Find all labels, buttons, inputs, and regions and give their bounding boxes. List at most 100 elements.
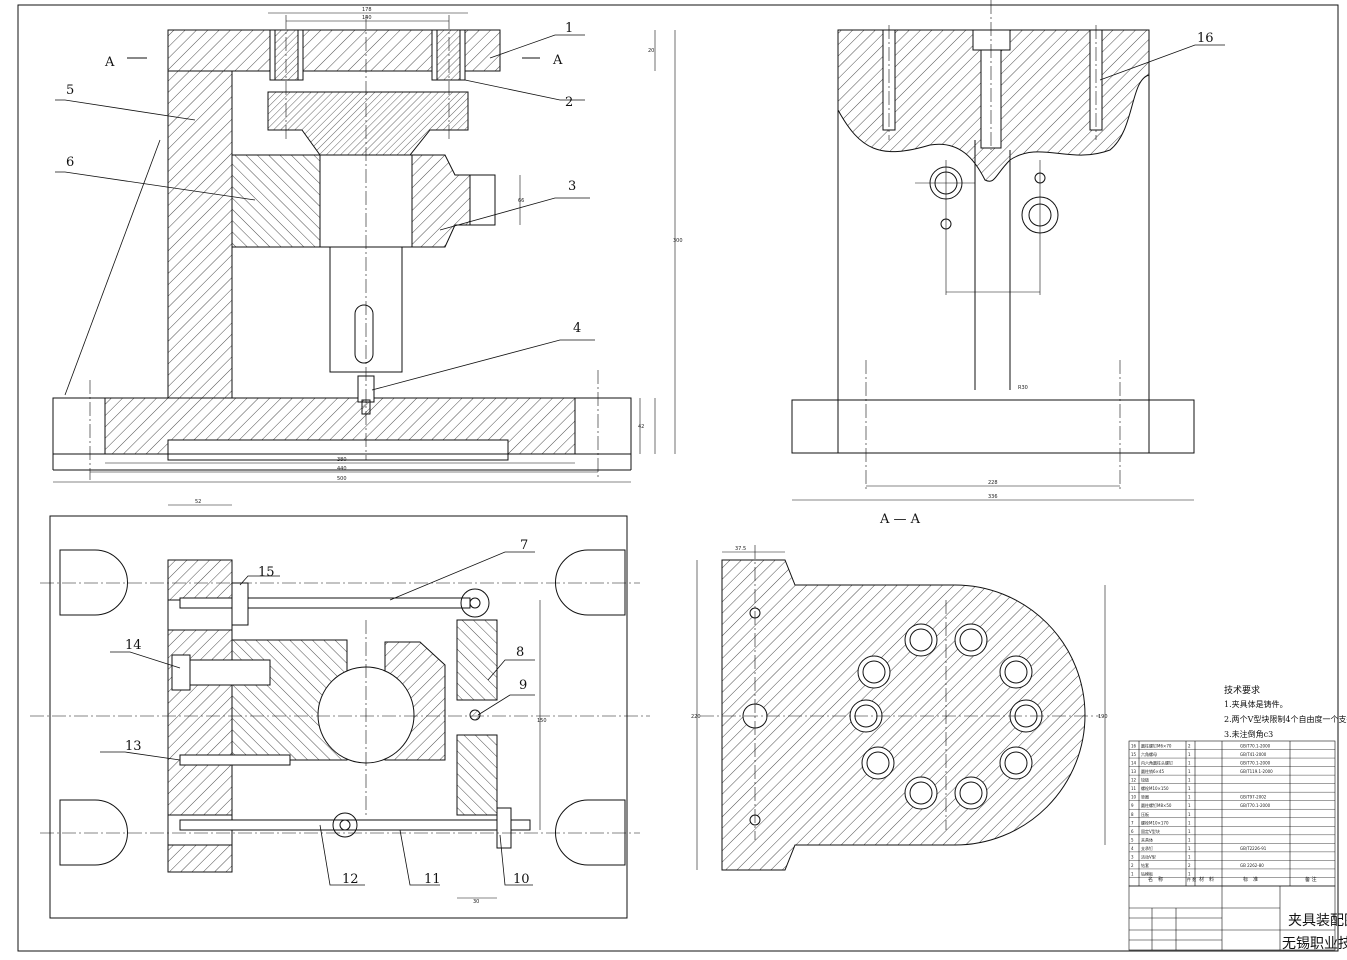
part-name: 活动V型: [1141, 853, 1156, 859]
dim-plan-right: 150: [537, 718, 547, 724]
part-no: 5: [1131, 837, 1134, 842]
section-mark-right: A: [552, 53, 563, 68]
part-no: 3: [1131, 854, 1134, 859]
part-no: 13: [1131, 769, 1137, 774]
section-mark-left: A: [104, 55, 115, 70]
school-name: 无锡职业技术: [1282, 936, 1347, 952]
tech-req-item-1: 1.夹具体是铸件。: [1224, 699, 1288, 709]
part-name: 螺栓M10×150: [1141, 785, 1169, 791]
dim-plan-top: 52: [195, 499, 201, 505]
part-no: 8: [1131, 812, 1134, 817]
col-note: 备 注: [1305, 876, 1317, 883]
part-standard: GB/T97-2002: [1240, 795, 1267, 800]
workpiece: [267, 91, 469, 156]
part-no: 10: [1131, 795, 1137, 800]
leader-lines: [55, 34, 1225, 886]
dim-front-top1: 178: [362, 7, 372, 13]
col-qty: 件 数: [1187, 876, 1196, 882]
part-no: 7: [1131, 820, 1134, 825]
part-no: 2: [1131, 863, 1134, 868]
tech-req-item-2: 2.两个V型块限制4个自由度一个支撑: [1224, 714, 1347, 724]
balloon-1: 1: [565, 21, 573, 36]
part-no: 15: [1131, 752, 1137, 757]
dim-side-base-in: 228: [988, 480, 998, 486]
title-block: [1128, 885, 1336, 951]
part-qty: 2: [1188, 744, 1191, 749]
part-standard: GB/T41-2000: [1240, 752, 1267, 757]
balloon-3: 3: [568, 179, 576, 194]
balloon-4: 4: [573, 321, 581, 336]
balloon-2: 2: [565, 95, 573, 110]
part-qty: 1: [1188, 786, 1191, 791]
dim-front-small1: 20: [648, 48, 654, 54]
part-qty: 1: [1188, 778, 1191, 783]
body-column: [167, 70, 233, 402]
part-qty: 1: [1188, 837, 1191, 842]
part-standard: GB/T2226-91: [1240, 846, 1267, 851]
part-qty: 1: [1188, 812, 1191, 817]
tech-requirements: 技术要求 1.夹具体是铸件。 2.两个V型块限制4个自由度一个支撑 3.未注倒角…: [1224, 684, 1347, 739]
part-no: 4: [1131, 846, 1134, 851]
part-no: 11: [1131, 786, 1137, 791]
sheet-border: [17, 4, 1339, 952]
balloon-labels: 1 2 3 4 5 6 7 8 9 10 11 12 13 14 15 16: [66, 21, 1214, 887]
balloon-16: 16: [1197, 31, 1214, 46]
part-qty: 1: [1188, 795, 1191, 800]
part-name: 内六角圆柱头螺钉: [1141, 760, 1173, 766]
col-spec: 标 准: [1243, 876, 1258, 883]
balloon-8: 8: [516, 645, 524, 660]
dim-front-base-mid: 440: [337, 466, 347, 472]
part-qty: 1: [1188, 854, 1191, 859]
part-standard: GB/T70.1-2000: [1240, 761, 1271, 766]
part-name: 固定V型块: [1141, 828, 1160, 834]
part-no: 14: [1131, 761, 1137, 766]
part-qty: 1: [1188, 846, 1191, 851]
balloon-12: 12: [342, 872, 359, 887]
dim-plate-left: 220: [691, 714, 701, 720]
part-qty: 1: [1188, 829, 1191, 834]
balloon-14: 14: [125, 638, 142, 653]
tech-req-item-3: 3.未注倒角c3: [1224, 729, 1273, 739]
dim-front-base-in: 380: [337, 457, 347, 463]
balloon-15: 15: [258, 565, 275, 580]
dim-front-small2: 42: [638, 424, 644, 430]
dim-front-base-out: 500: [337, 476, 347, 482]
side-view: [791, 0, 1195, 501]
part-name: 圆柱螺钉M6×70: [1141, 743, 1172, 749]
part-qty: 1: [1188, 803, 1191, 808]
balloon-5: 5: [66, 83, 74, 98]
dim-side-base-out: 336: [988, 494, 998, 500]
part-no: 16: [1131, 744, 1137, 749]
part-qty: 1: [1188, 752, 1191, 757]
part-qty: 1: [1188, 761, 1191, 766]
part-qty: 1: [1188, 769, 1191, 774]
fixed-v-block: [231, 154, 321, 248]
part-name: 圆柱螺钉M8×50: [1141, 802, 1172, 808]
part-name: 支承钉: [1141, 845, 1153, 851]
part-qty: 1: [1188, 871, 1191, 876]
part-standard: GB/T119.1-2000: [1240, 769, 1273, 774]
part-no: 1: [1131, 871, 1134, 876]
part-qty: 2: [1188, 863, 1191, 868]
part-name: 钻模板: [1141, 870, 1153, 876]
part-name: 铰链: [1141, 777, 1149, 783]
dim-plan-bottom: 30: [473, 899, 479, 905]
plan-view: [30, 504, 650, 919]
section-title: A — A: [879, 512, 921, 527]
dim-front-small3: 66: [518, 198, 524, 204]
part-name: 夹具体: [1141, 836, 1153, 842]
front-view: [52, 12, 676, 483]
tech-req-title: 技术要求: [1224, 684, 1260, 696]
drill-plate-view: [696, 545, 1106, 871]
part-standard: GB/T70.1-2000: [1240, 803, 1271, 808]
part-qty: 1: [1188, 820, 1191, 825]
balloon-7: 7: [520, 538, 528, 553]
part-no: 9: [1131, 803, 1134, 808]
part-name: 压板: [1141, 811, 1149, 817]
drawing-name: 夹具装配图: [1288, 913, 1347, 929]
part-no: 12: [1131, 778, 1137, 783]
balloon-10: 10: [513, 872, 530, 887]
col-name: 名 称: [1148, 876, 1163, 883]
part-name: 钻套: [1141, 862, 1149, 868]
